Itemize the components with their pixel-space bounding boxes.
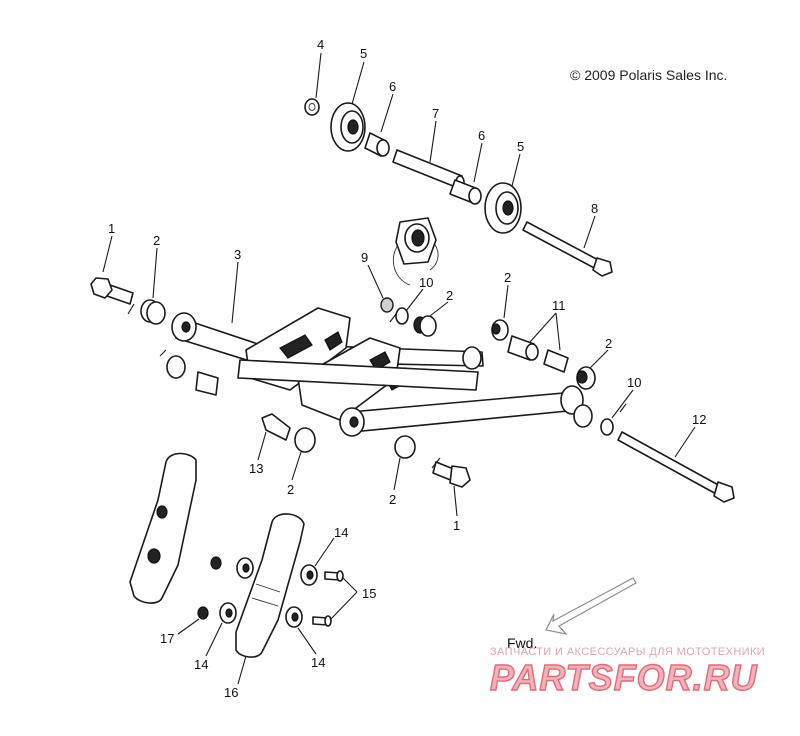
callout-4: 4 xyxy=(317,37,324,52)
callout-5-left: 5 xyxy=(360,46,367,61)
callout-8: 8 xyxy=(591,201,598,216)
nut-17-a xyxy=(210,556,222,570)
bushing-2-c xyxy=(491,319,509,341)
nut-4 xyxy=(304,98,320,116)
callout-14-b: 14 xyxy=(194,657,208,672)
callout-6-left: 6 xyxy=(389,79,396,94)
pivot-bracket xyxy=(392,217,439,286)
callout-1-right: 1 xyxy=(453,518,460,533)
watermark-tagline: ЗАПЧАСТИ И АКСЕССУАРЫ ДЛЯ МОТОТЕХНИКИ xyxy=(490,646,765,658)
callout-12: 12 xyxy=(692,412,706,427)
callout-5-right: 5 xyxy=(517,139,524,154)
washer-14-d xyxy=(285,606,303,628)
callout-3: 3 xyxy=(234,247,241,262)
copyright-text: © 2009 Polaris Sales Inc. xyxy=(570,67,727,83)
bolt-15-b xyxy=(312,615,332,627)
callout-2-a: 2 xyxy=(153,233,160,248)
bushing-2-b xyxy=(413,315,437,337)
bushing-2-a xyxy=(140,299,166,325)
callout-17: 17 xyxy=(160,631,174,646)
washer-14-b xyxy=(300,564,318,586)
callout-10-a: 10 xyxy=(419,275,433,290)
bolt-15-a xyxy=(324,570,344,582)
callout-2-e: 2 xyxy=(389,492,396,507)
callout-2-d: 2 xyxy=(605,336,612,351)
bushing-2-d xyxy=(576,366,596,390)
washer-9 xyxy=(380,297,394,313)
callout-10-b: 10 xyxy=(627,375,641,390)
callout-2-c: 2 xyxy=(504,270,511,285)
bolt-8 xyxy=(522,221,613,277)
callout-16: 16 xyxy=(224,685,238,700)
wheel-5-right xyxy=(484,182,522,234)
callout-13: 13 xyxy=(249,461,263,476)
leader-lines xyxy=(102,52,696,685)
callout-14-c: 14 xyxy=(311,655,325,670)
callout-9: 9 xyxy=(361,250,368,265)
washer-14-c xyxy=(219,602,237,624)
washer-10-a xyxy=(395,307,409,325)
spacer-11 xyxy=(507,335,569,373)
nut-17-b xyxy=(197,606,209,620)
callout-11: 11 xyxy=(552,298,566,313)
spacer-6-left xyxy=(364,132,390,157)
callout-7: 7 xyxy=(432,106,439,121)
bolt-1-right xyxy=(432,461,471,488)
bolt-13 xyxy=(261,413,291,441)
spacer-6-right xyxy=(449,179,482,205)
callout-15: 15 xyxy=(362,586,376,601)
callout-1-left: 1 xyxy=(108,221,115,236)
callout-14-a: 14 xyxy=(334,525,348,540)
washer-14-a xyxy=(236,557,254,579)
bolt-1-left xyxy=(90,277,134,305)
idler-wheel-assembly xyxy=(304,98,613,277)
watermark-brand: PARTSFOR.RU xyxy=(490,657,758,698)
a-arm-3 xyxy=(171,307,584,437)
callout-2-f: 2 xyxy=(287,482,294,497)
bushing-under-arm xyxy=(166,355,593,428)
bushing-2-e xyxy=(394,435,416,459)
wheel-5-left xyxy=(330,102,366,152)
link-16 xyxy=(235,513,305,658)
callout-2-b: 2 xyxy=(446,288,453,303)
bushing-2-f xyxy=(294,427,316,453)
callout-6-right: 6 xyxy=(478,128,485,143)
link-left xyxy=(129,452,197,604)
bolt-12 xyxy=(617,431,735,503)
forward-label: Fwd. xyxy=(507,635,537,651)
forward-arrow-icon xyxy=(545,577,637,635)
washer-10-b xyxy=(600,418,614,436)
